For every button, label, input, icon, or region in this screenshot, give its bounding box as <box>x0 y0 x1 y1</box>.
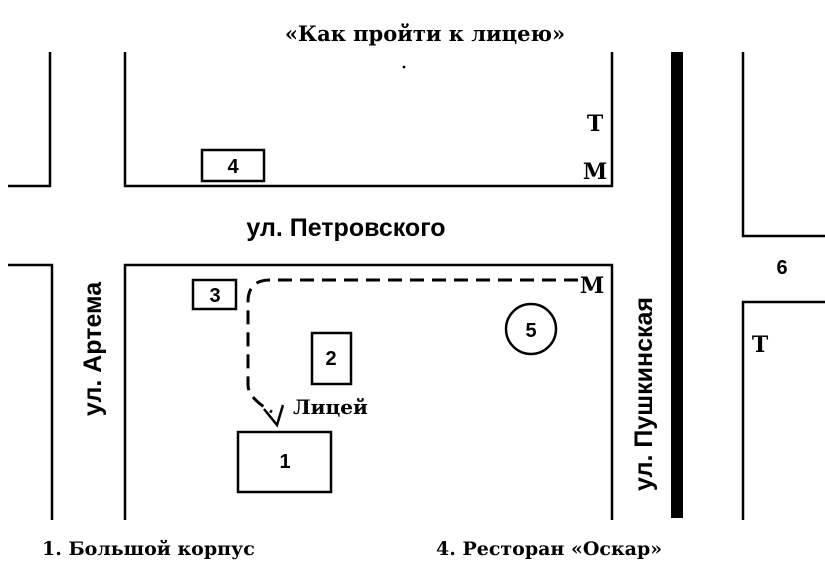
map-title: «Как пройти к лицею» <box>285 21 565 46</box>
street-artema-label: ул. Артема <box>79 281 107 416</box>
legend-item-4: 4. Ресторан «Оскар» <box>436 538 662 560</box>
street-pushkinskaya-label: ул. Пушкинская <box>630 297 658 491</box>
building-5-label: 5 <box>525 320 536 342</box>
lyceum-label: Лицей <box>293 395 368 419</box>
street-petrovskogo-label: ул. Петровского <box>246 214 445 242</box>
tram-stop-marker-top: Т <box>587 111 604 137</box>
building-4-label: 4 <box>227 156 239 178</box>
route-arrowhead <box>263 404 285 428</box>
block-top-left <box>8 52 52 188</box>
block-bottom-right <box>741 300 825 520</box>
building-1-label: 1 <box>279 451 290 473</box>
metro-marker-mid: М <box>580 273 604 299</box>
block-bottom-left <box>8 263 54 520</box>
building-4 <box>200 148 266 183</box>
speck <box>402 65 406 69</box>
block-lyceum <box>123 263 614 520</box>
building-2-label: 2 <box>325 348 336 370</box>
building-2 <box>310 331 353 386</box>
building-1 <box>236 430 333 494</box>
building-3 <box>191 278 238 311</box>
block-top-center <box>123 52 614 188</box>
block-top-right <box>741 52 825 238</box>
route-path <box>246 278 578 414</box>
building-5 <box>504 302 558 356</box>
building-6-label: 6 <box>776 257 787 279</box>
legend-item-1: 1. Большой корпус <box>42 538 255 560</box>
tram-line <box>671 52 683 518</box>
tram-stop-marker-right: Т <box>752 332 769 358</box>
building-3-label: 3 <box>209 285 220 307</box>
metro-marker-top: М <box>583 159 607 185</box>
